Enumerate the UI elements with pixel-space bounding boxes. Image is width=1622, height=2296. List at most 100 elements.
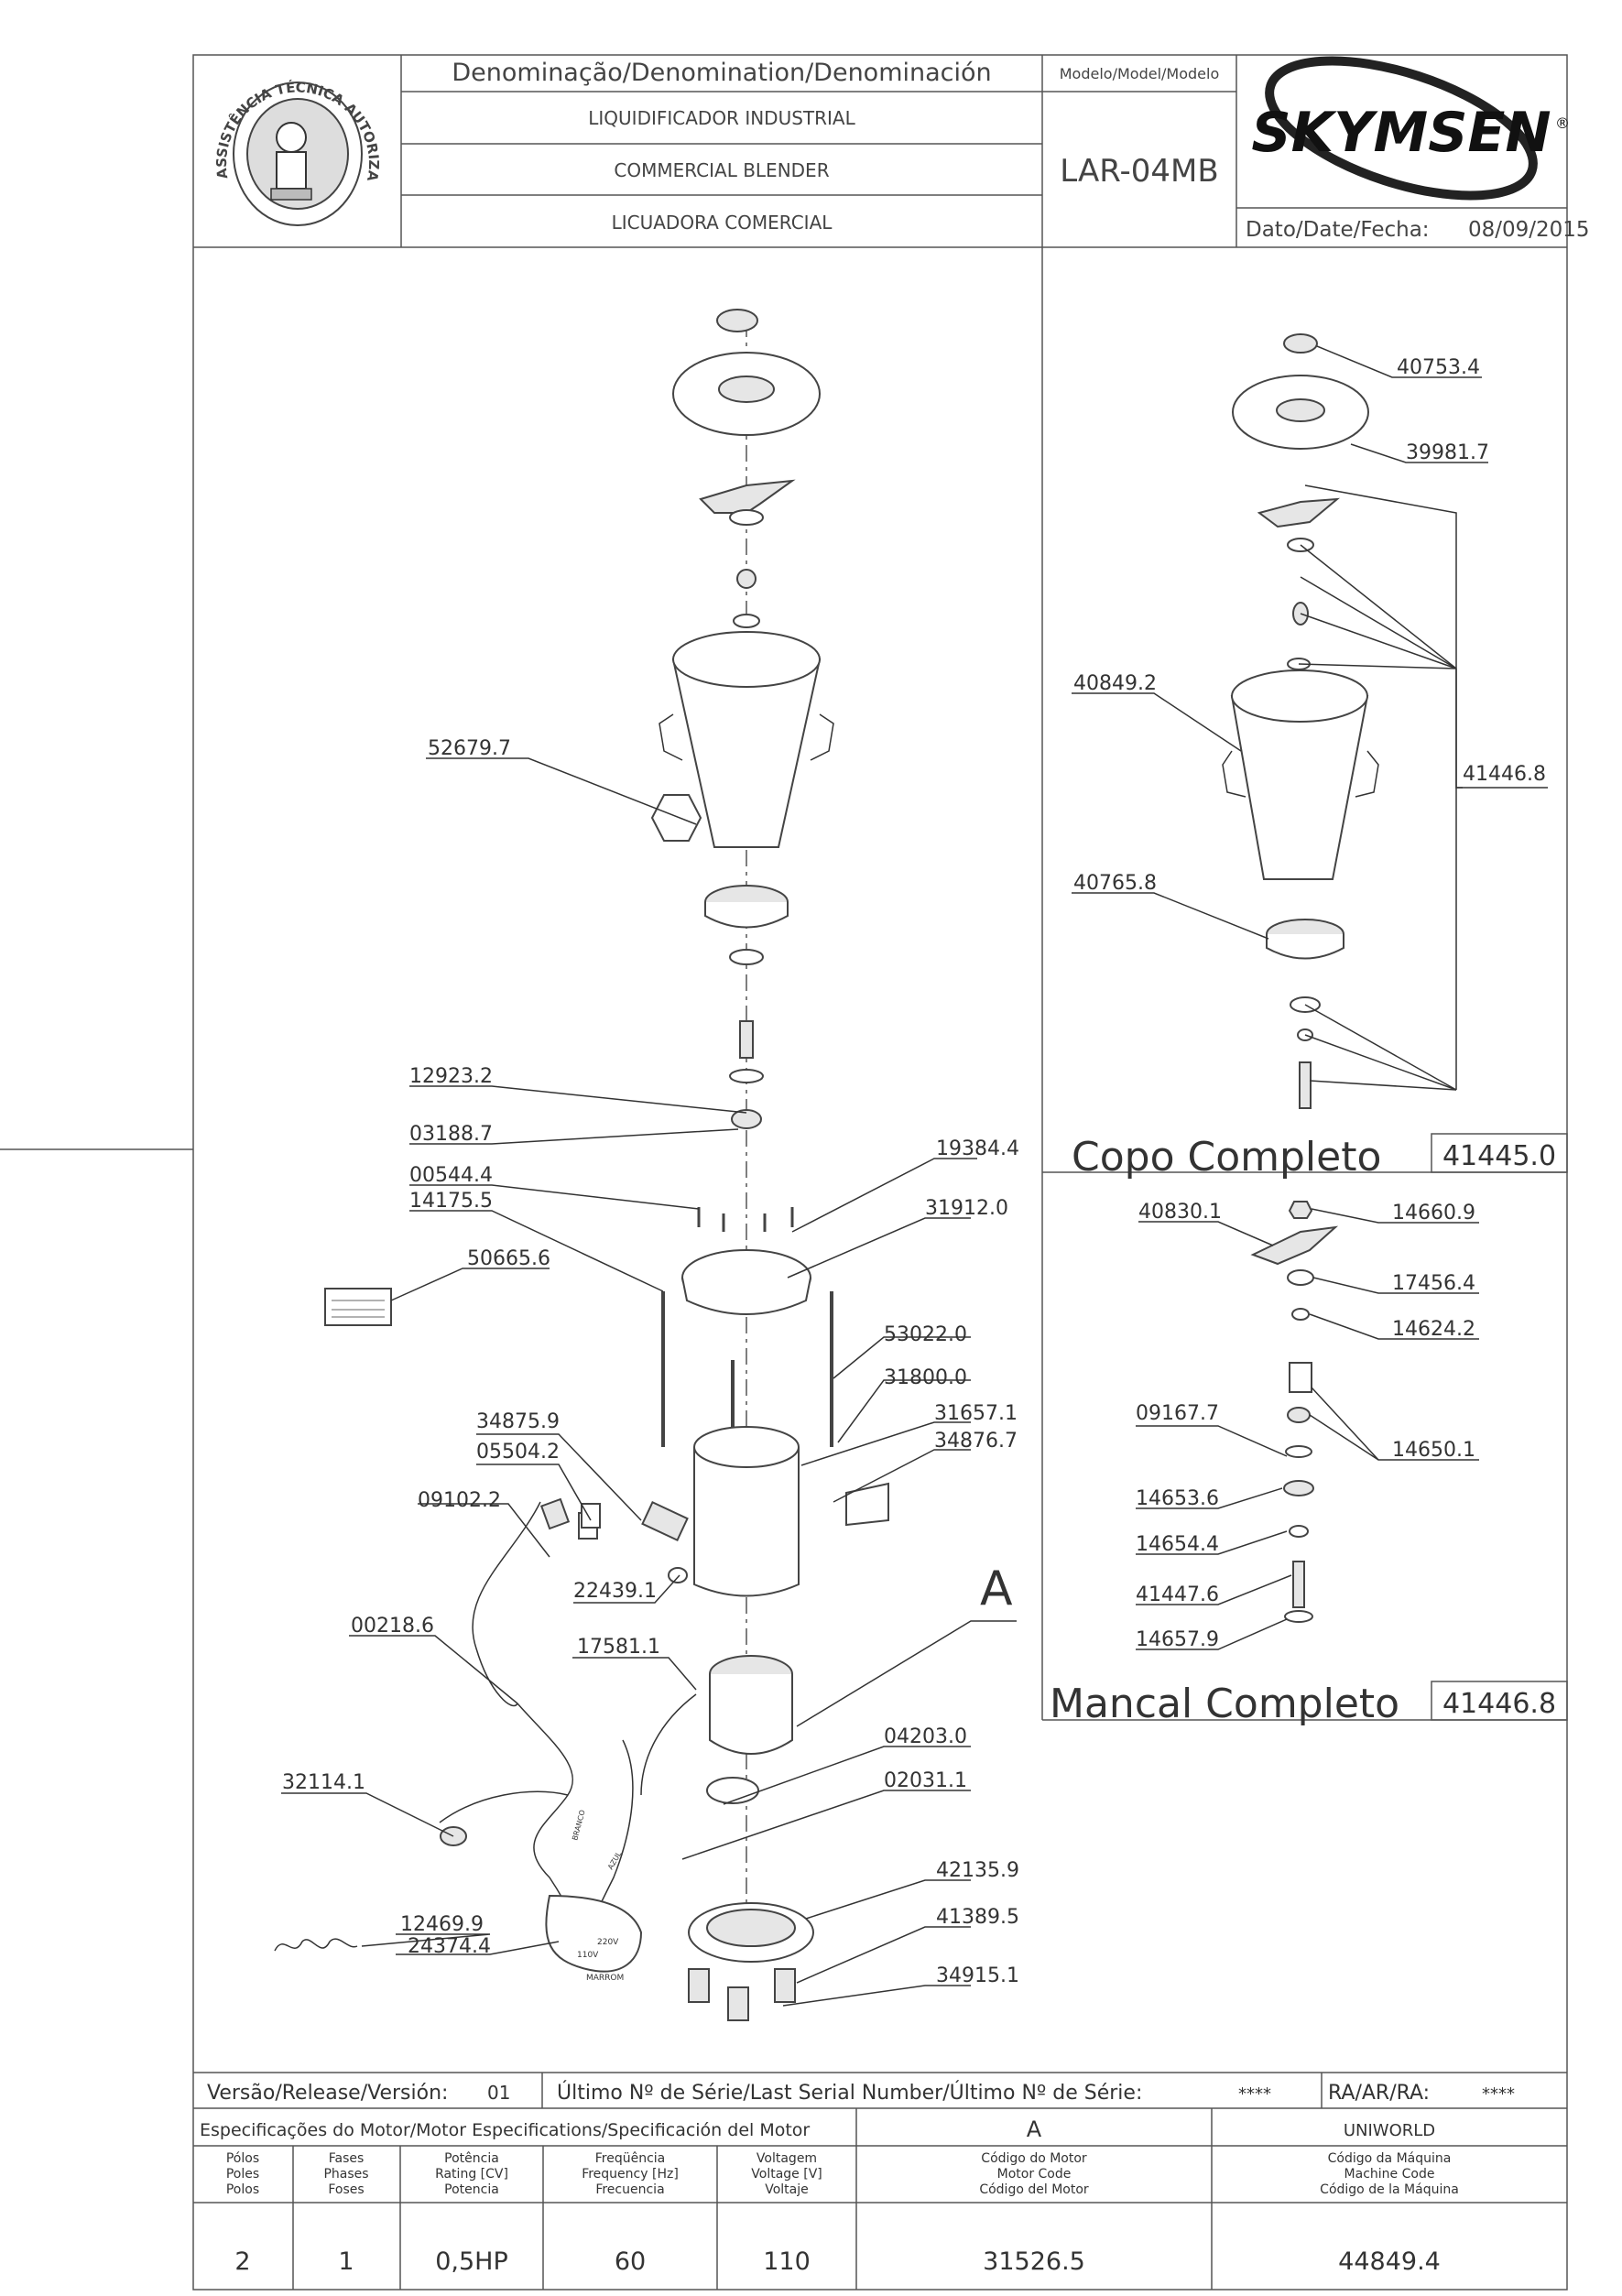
exploded-view-drawing [274,309,889,2021]
brand-registered-mark: ® [1555,114,1570,132]
mancal-part-labels: 40830.1 14660.9 17456.4 14624.2 09167.7 … [1136,1201,1475,1651]
spec-header: Machine Code [1344,2167,1435,2182]
part-label: 41389.5 [936,1906,1019,1929]
part-label: 17581.1 [577,1636,660,1659]
spec-header: Pólos [226,2151,259,2166]
spec-header: Fases [329,2151,365,2166]
part-label: 09102.2 [418,1489,501,1512]
manufacturer: UNIWORLD [1344,2121,1435,2140]
part-label: 34915.1 [936,1964,1019,1987]
part-label: 41447.6 [1136,1583,1219,1606]
part-label: 03188.7 [409,1123,493,1146]
part-label: 12469.9 [400,1913,484,1936]
housing [693,1447,800,1597]
part-label: 40765.8 [1073,872,1157,895]
part-label: 52679.7 [428,737,511,760]
part-label: 32114.1 [282,1771,365,1794]
mancal-completo-drawing [1250,1201,1339,1623]
part-label: 14175.5 [409,1190,493,1213]
part-label: 09167.7 [1136,1402,1219,1425]
motor-code-value: 31526.5 [983,2247,1085,2276]
date-value: 08/09/2015 [1468,218,1590,242]
spec-value: 1 [338,2247,354,2276]
spec-value: 110 [763,2247,811,2276]
copo-part-labels: 40753.4 39981.7 40849.2 41446.8 40765.8 [1073,356,1546,895]
authorized-service-seal: ASSISTÊNCIA TÉCNICA AUTORIZADA [0,0,382,226]
coupling [731,1109,762,1129]
part-label: 14654.4 [1136,1533,1219,1556]
copo-leader-lines [1072,345,1548,1091]
spec-header: Polos [226,2182,259,2197]
part-label: 22439.1 [573,1580,657,1603]
spec-header: Frecuencia [595,2182,664,2197]
part-label: 31657.1 [934,1402,1018,1425]
product-name-pt: LIQUIDIFICADOR INDUSTRIAL [588,107,855,129]
spec-header: Código da Máquina [1328,2151,1452,2166]
part-label: 14660.9 [1392,1202,1475,1224]
svg-text:110V: 110V [577,1951,599,1960]
svg-text:MARROM: MARROM [586,1974,624,1983]
hex-sticker [650,794,702,842]
part-label: 34875.9 [476,1410,560,1433]
spec-header: Voltagem [757,2151,817,2166]
machine-code-value: 44849.4 [1338,2247,1441,2276]
motor-spec-title: Especificações do Motor/Motor Especifica… [200,2120,810,2140]
svg-text:AZUL: AZUL [606,1850,624,1871]
part-label: 31800.0 [884,1366,967,1389]
lid-cap [716,309,758,332]
spec-header: Phases [323,2167,368,2182]
product-name-en: COMMERCIAL BLENDER [614,159,829,181]
spec-header: Potencia [444,2182,499,2197]
ra-value: **** [1482,2084,1515,2104]
part-label: 40830.1 [1138,1201,1222,1224]
product-name-es: LICUADORA COMERCIAL [612,212,833,234]
motor-spec-table: Pólos Poles Polos 2 Fases Phases Foses 1… [226,2151,1459,2276]
mancal-leader-lines [1136,1208,1479,1650]
svg-text:BRANCO: BRANCO [571,1809,587,1841]
part-label: 34876.7 [934,1430,1018,1453]
spec-header: Rating [CV] [435,2167,508,2182]
part-label: 31912.0 [925,1197,1008,1220]
part-label: 50665.6 [467,1247,550,1270]
part-label: 04203.0 [884,1725,967,1748]
part-label: 53022.0 [884,1323,967,1346]
copo-code: 41445.0 [1442,1140,1556,1172]
spec-value: 0,5HP [435,2247,508,2276]
copo-title: Copo Completo [1072,1134,1381,1181]
part-label: 14650.1 [1392,1439,1475,1462]
serial-value: **** [1238,2084,1271,2104]
svg-text:220V: 220V [597,1938,619,1947]
spec-header: Voltaje [765,2182,809,2197]
denomination-title: Denominação/Denomination/Denominación [452,59,991,87]
motor-callout-letter: A [980,1561,1013,1616]
warning-sticker [324,1288,392,1326]
spec-header: Voltage [V] [751,2167,822,2182]
connector-block [545,1894,643,1973]
part-label: 14653.6 [1136,1487,1219,1510]
part-label: 41446.8 [1463,763,1546,786]
spec-value: 60 [615,2247,646,2276]
part-label: 40849.2 [1073,672,1157,695]
model-title: Modelo/Model/Modelo [1060,65,1219,82]
spec-header: Potência [444,2151,499,2166]
part-label: 14657.9 [1136,1628,1219,1651]
version-label: Versão/Release/Versión: [207,2082,448,2105]
blade [699,479,796,514]
part-label: 02031.1 [884,1769,967,1792]
spec-header: Código do Motor [981,2151,1087,2166]
part-label: 00218.6 [351,1615,434,1638]
part-label: 17456.4 [1392,1272,1475,1295]
version-value: 01 [487,2082,510,2104]
main-part-labels: 52679.7 12923.2 03188.7 00544.4 14175.5 … [282,737,1019,1987]
spec-header: Frequency [Hz] [582,2167,679,2182]
part-label: 42135.9 [936,1859,1019,1882]
spec-header: Foses [328,2182,364,2197]
part-label: 39981.7 [1406,441,1489,464]
copo-completo-drawing [1222,333,1379,1109]
part-label: 40753.4 [1397,356,1480,379]
brand-name: SKYMSEN [1251,101,1551,165]
brand-logo: SKYMSEN ® [1251,56,1570,201]
spec-header: Motor Code [997,2167,1072,2182]
model-value: LAR-04MB [1060,153,1218,190]
spec-value: 2 [234,2247,250,2276]
